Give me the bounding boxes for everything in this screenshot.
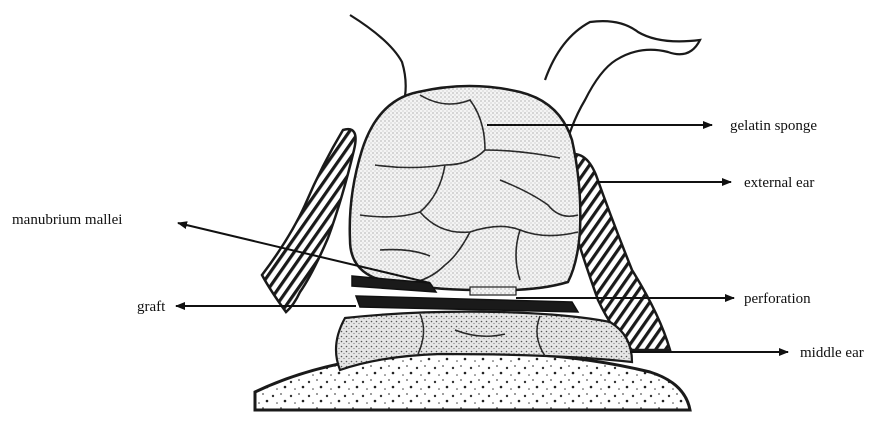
gelatin-sponge <box>350 86 581 290</box>
label-middle-ear: middle ear <box>800 345 864 361</box>
left-canal-wall <box>262 129 356 312</box>
perforation-gap <box>470 287 516 295</box>
label-graft: graft <box>137 299 166 315</box>
label-gelatin-sponge: gelatin sponge <box>730 118 817 134</box>
label-external-ear: external ear <box>744 175 814 191</box>
label-manubrium-mallei: manubrium mallei <box>12 212 122 228</box>
label-perforation: perforation <box>744 291 811 307</box>
